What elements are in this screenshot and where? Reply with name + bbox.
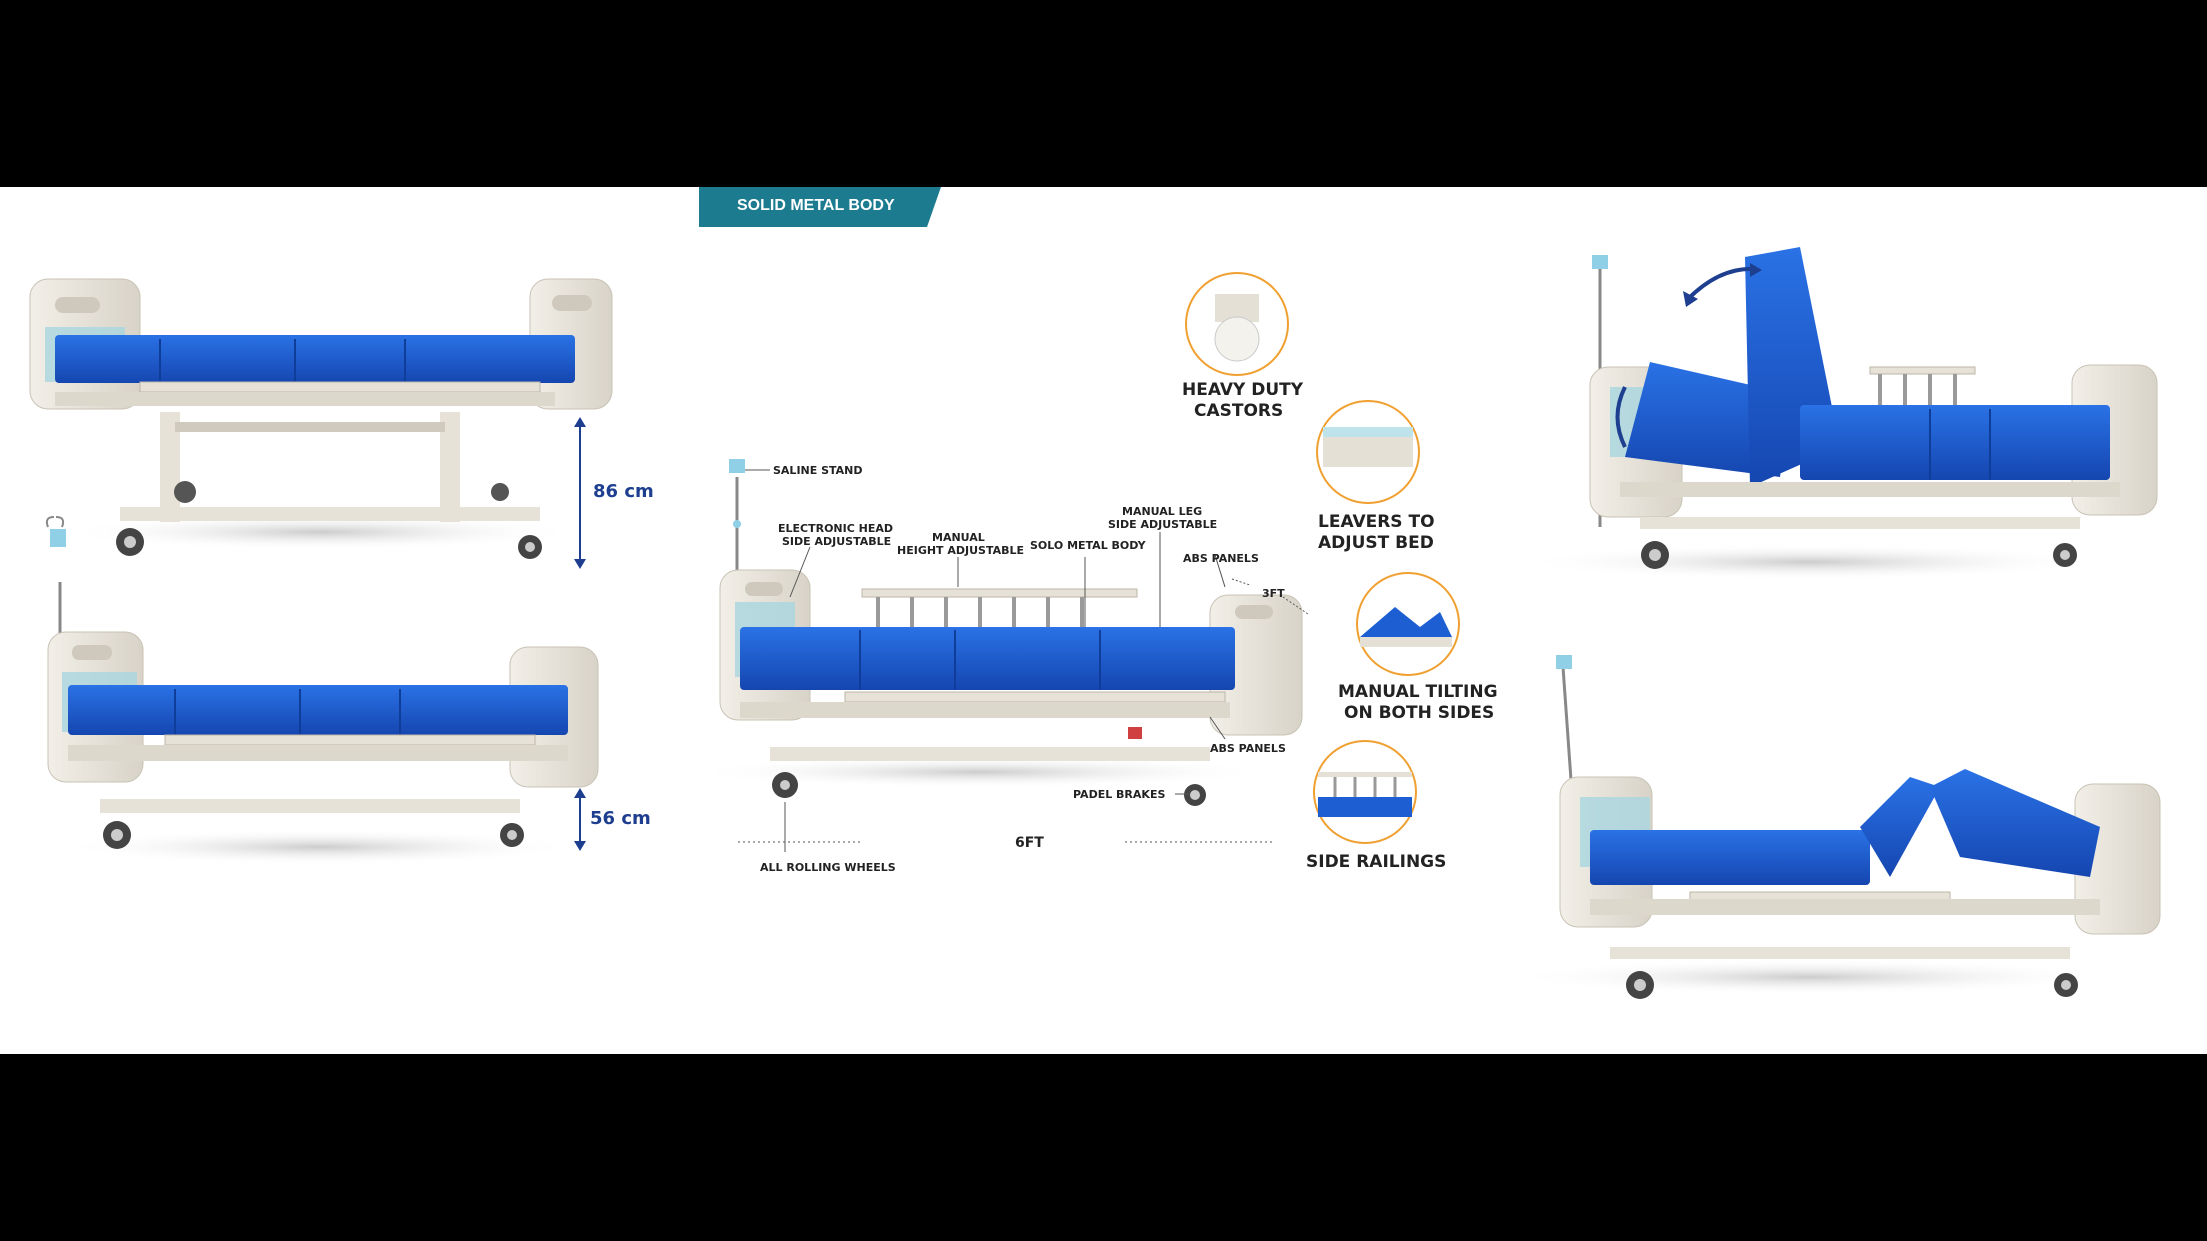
height-dimension-low: 56 cm: [574, 788, 651, 851]
solo-metal-body-label: SOLO METAL BODY: [1030, 539, 1147, 552]
solid-metal-body-banner: SOLID METAL BODY: [699, 187, 941, 227]
feature-manual-tilting: MANUAL TILTING ON BOTH SIDES: [1338, 572, 1498, 723]
bed-lowered: [45, 516, 599, 865]
width-label: 3FT: [1262, 587, 1285, 600]
tilting-label-1: MANUAL TILTING: [1338, 682, 1498, 702]
tilting-label-2: ON BOTH SIDES: [1344, 703, 1494, 723]
feature-side-railings: SIDE RAILINGS: [1306, 740, 1446, 872]
leavers-label-2: ADJUST BED: [1318, 533, 1434, 553]
abs-panels-top-label: ABS PANELS: [1183, 552, 1259, 565]
height-dimension-high: 86 cm: [574, 417, 654, 569]
bed-leg-raised: [1510, 655, 2161, 999]
padel-brakes-label: PADEL BRAKES: [1073, 788, 1165, 801]
manual-height-label-2: HEIGHT ADJUSTABLE: [897, 544, 1024, 557]
bed-raised: [29, 278, 613, 559]
all-rolling-wheels-label: ALL ROLLING WHEELS: [760, 861, 896, 874]
castors-label-1: HEAVY DUTY: [1182, 380, 1304, 400]
feature-heavy-duty-castors: HEAVY DUTY CASTORS: [1182, 272, 1304, 421]
product-canvas: 86 cm 56 cm SOLID METAL BODY: [0, 187, 2207, 1054]
height-low-label: 56 cm: [590, 808, 651, 829]
electronic-head-label-1: ELECTRONIC HEAD: [778, 522, 893, 535]
saline-stand-label: SALINE STAND: [773, 464, 863, 477]
height-high-label: 86 cm: [593, 481, 654, 502]
leavers-label-1: LEAVERS TO: [1318, 512, 1435, 532]
bed-head-raised: [1520, 247, 2158, 580]
center-callouts: SALINE STAND ELECTRONIC HEAD SIDE ADJUST…: [738, 464, 1309, 874]
manual-height-label-1: MANUAL: [932, 531, 985, 544]
banner-label: SOLID METAL BODY: [737, 197, 895, 214]
feature-leavers: LEAVERS TO ADJUST BED: [1316, 400, 1435, 553]
abs-panels-bottom-label: ABS PANELS: [1210, 742, 1286, 755]
manual-leg-label-1: MANUAL LEG: [1122, 505, 1202, 518]
electronic-head-label-2: SIDE ADJUSTABLE: [782, 535, 891, 548]
castors-label-2: CASTORS: [1194, 401, 1283, 421]
railings-label: SIDE RAILINGS: [1306, 852, 1446, 872]
bed-annotated: [690, 459, 1303, 806]
product-image: 86 cm 56 cm SOLID METAL BODY: [29, 187, 2161, 999]
length-label: 6FT: [1015, 835, 1044, 851]
manual-leg-label-2: SIDE ADJUSTABLE: [1108, 518, 1217, 531]
